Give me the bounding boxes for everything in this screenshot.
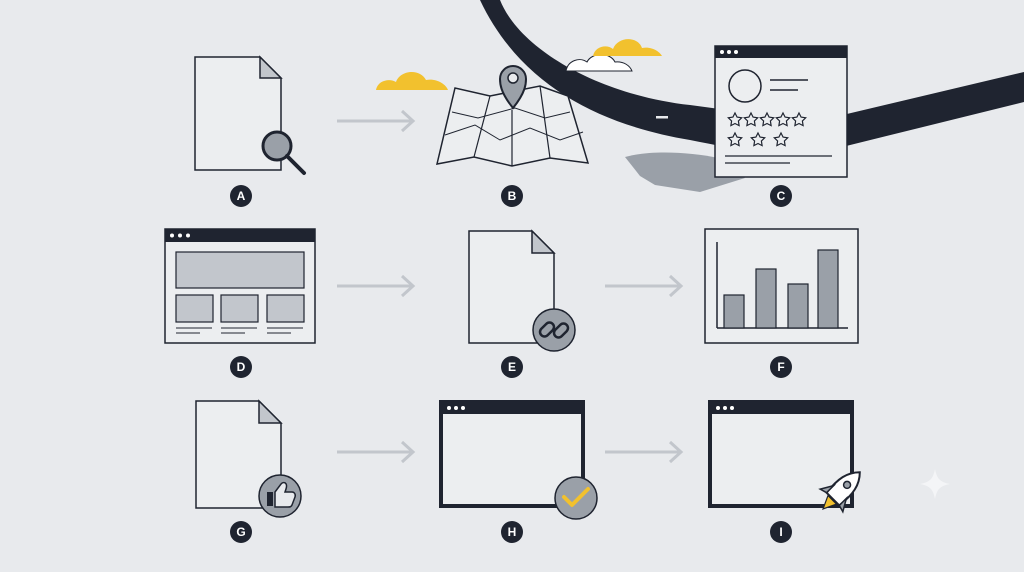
cloud-icon	[565, 54, 633, 72]
arrow-icon	[337, 109, 416, 133]
cloud-icon	[376, 71, 448, 90]
map-pin-icon	[436, 65, 590, 167]
document-link-icon	[468, 229, 576, 352]
step-badge-f: F	[770, 356, 792, 378]
step-badge-d: D	[230, 356, 252, 378]
step-badge-h: H	[501, 521, 523, 543]
bar-chart-icon	[704, 228, 859, 344]
window-checkmark-icon	[439, 400, 598, 520]
cloud-icon	[593, 39, 662, 56]
document-thumbs-up-icon	[195, 399, 302, 518]
arrow-icon	[337, 440, 416, 464]
arrow-icon	[605, 440, 684, 464]
step-badge-b: B	[501, 185, 523, 207]
step-badge-a: A	[230, 185, 252, 207]
step-badge-c: C	[770, 185, 792, 207]
arrow-icon	[605, 274, 684, 298]
wireframe-window-icon	[164, 228, 316, 344]
document-search-icon	[194, 55, 306, 175]
road-path	[480, 0, 1024, 155]
sparkle-icon	[920, 469, 950, 499]
road-dash	[656, 116, 668, 119]
step-badge-e: E	[501, 356, 523, 378]
review-stars-window-icon	[714, 45, 848, 178]
step-badge-g: G	[230, 521, 252, 543]
arrow-icon	[337, 274, 416, 298]
step-badge-i: I	[770, 521, 792, 543]
window-rocket-icon	[708, 400, 861, 514]
